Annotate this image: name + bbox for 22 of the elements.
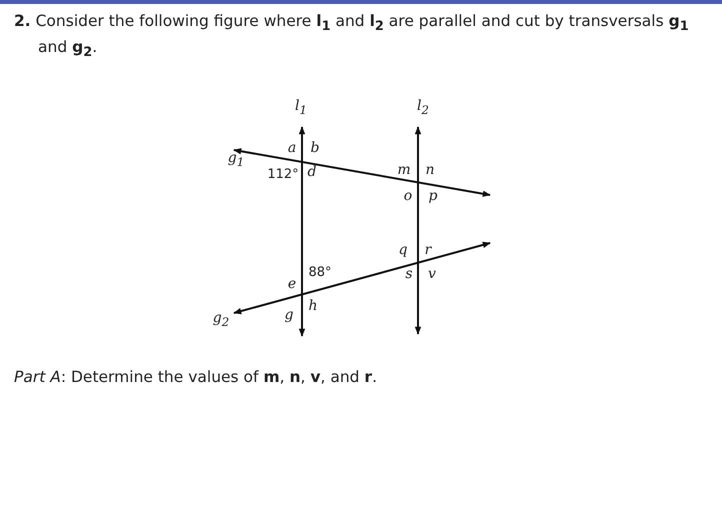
angle-label: s xyxy=(405,266,413,282)
angle-label: h xyxy=(308,298,318,314)
line-label: g$_{1}$ xyxy=(228,150,244,170)
angle-label: m xyxy=(397,162,411,178)
angle-label: v xyxy=(428,266,436,282)
question-text: Part A: Determine the values of m, n, v, and r. xyxy=(14,368,378,386)
line-label: l$_{1}$ xyxy=(295,98,307,118)
angle-label: a xyxy=(288,140,296,156)
angle-label: r xyxy=(424,242,432,258)
line-label: l$_{2}$ xyxy=(417,98,429,118)
angle-measure: 88° xyxy=(308,265,332,281)
angle-measure: 112° xyxy=(267,167,299,183)
line-label: g$_{2}$ xyxy=(212,310,230,330)
angle-label: o xyxy=(404,188,412,204)
angle-label: q xyxy=(398,242,408,258)
angle-label: n xyxy=(425,162,435,178)
angle-label: p xyxy=(428,188,438,204)
angle-label: b xyxy=(310,140,320,156)
angle-label: g xyxy=(284,307,294,323)
angle-label: d xyxy=(308,164,316,180)
angle-label: e xyxy=(288,276,296,292)
question-text: 2. Consider the following figure where l$_{1}$ and l$_{2}$ are parallel and cut by transversals g$_{1}$ and g$_{2}$. xyxy=(14,11,690,62)
